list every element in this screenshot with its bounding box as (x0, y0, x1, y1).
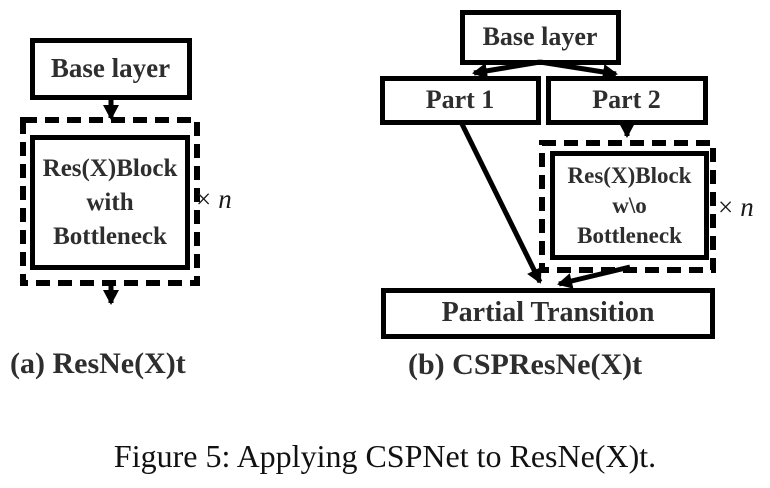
a-times-sign: × (196, 184, 212, 214)
b-resblock-line3: Bottleneck (577, 222, 682, 248)
b-arrow-part1-to-transition (458, 120, 543, 284)
b-partial-transition-box (381, 288, 715, 339)
a-resblock-box (30, 135, 190, 270)
a-resblock-line1: Res(X)Block (42, 154, 178, 182)
figure-caption: Figure 5: Applying CSPNet to ResNe(X)t. (113, 438, 657, 474)
b-part2-label: Part 2 (592, 85, 661, 115)
a-subfigure-label: (a) ResNe(X)t (10, 347, 186, 380)
b-base-layer-label: Base layer (482, 22, 598, 52)
b-repeat-count-var: n (740, 192, 754, 222)
a-resblock-label: Res(X)Block with Bottleneck (32, 137, 188, 268)
a-resblock-line3: Bottleneck (53, 222, 167, 250)
b-resblock-label: Res(X)Block w\o Bottleneck (552, 153, 707, 258)
b-resblock-line2: w\o (612, 192, 647, 218)
a-repeat-multiplier: ×n (196, 184, 232, 215)
b-part1-box (380, 76, 541, 125)
b-arrow-base-to-part2 (539, 59, 618, 80)
b-part1-label: Part 1 (425, 85, 495, 115)
a-base-layer-label: Base layer (50, 52, 171, 83)
b-resblock-box (550, 151, 709, 260)
b-partial-transition-label: Partial Transition (441, 297, 655, 329)
b-repeat-multiplier: ×n (718, 192, 754, 223)
b-subfigure-label: (b) CSPResNe(X)t (408, 348, 643, 381)
a-repeat-count-var: n (218, 184, 232, 214)
b-arrow-block-to-transition (557, 264, 631, 289)
a-resblock-line2: with (86, 188, 134, 216)
b-arrow-base-to-part1 (472, 59, 541, 79)
b-resblock-line1: Res(X)Block (567, 162, 692, 188)
b-times-sign: × (718, 192, 734, 222)
b-part2-box (546, 76, 708, 125)
